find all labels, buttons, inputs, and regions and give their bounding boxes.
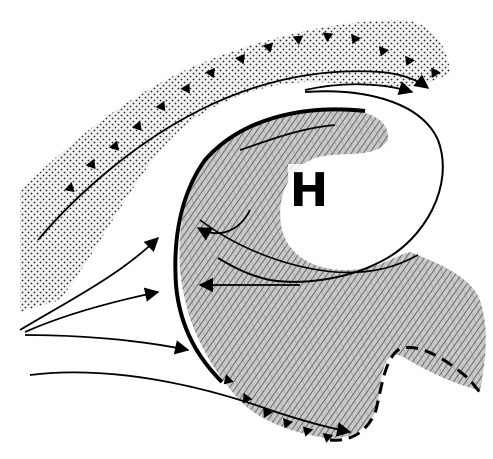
cloud-region xyxy=(180,110,486,438)
streamline-lower xyxy=(25,335,188,350)
high-pressure-label: H xyxy=(290,163,329,217)
